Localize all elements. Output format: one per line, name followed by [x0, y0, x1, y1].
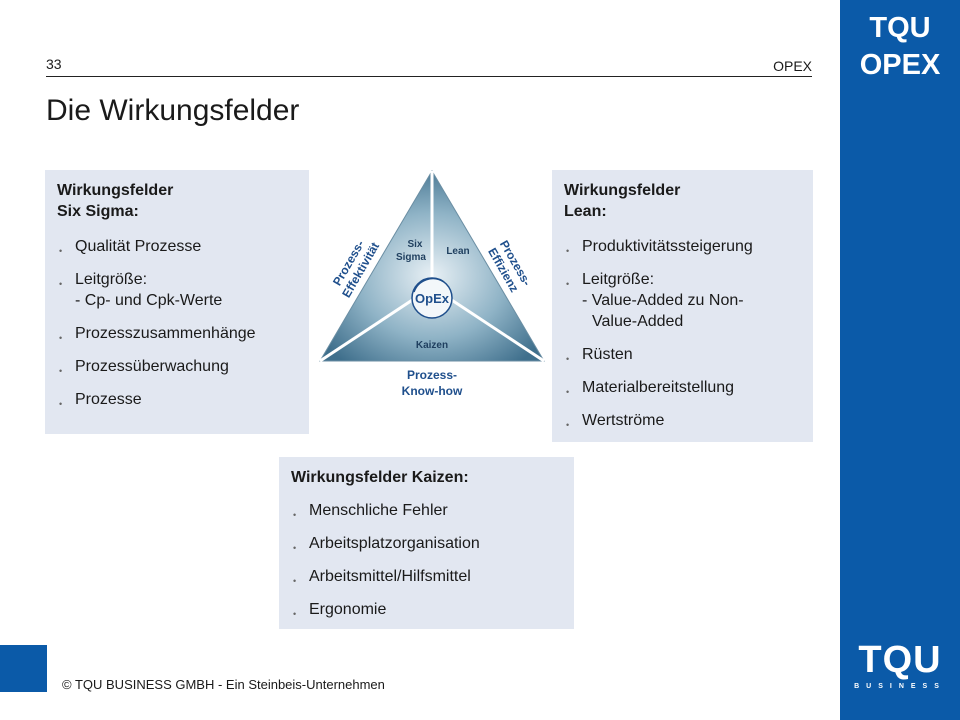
- bullet-icon: •: [566, 279, 570, 289]
- list-item: • Prozesszusammenhänge: [57, 323, 299, 344]
- bottom-label-line-1: Prozess-: [407, 368, 457, 382]
- list-item: • Qualität Prozesse: [57, 236, 299, 257]
- list-item-text: Arbeitsmittel/Hilfsmittel: [309, 568, 471, 585]
- footer-square: [0, 645, 47, 692]
- bullet-icon: •: [566, 420, 570, 430]
- segment-lean: Lean: [446, 246, 469, 257]
- list-item-subtext: - Value-Added zu Non-: [582, 292, 744, 309]
- list-item-text: Prozesse: [75, 391, 142, 408]
- bullet-icon: •: [293, 543, 297, 553]
- six-sigma-title-line-1: Wirkungsfelder: [57, 182, 174, 199]
- brand-sidebar: TQU OPEX TQU BUSINESS: [840, 0, 960, 720]
- kaizen-box-title: Wirkungsfelder Kaizen:: [291, 469, 469, 486]
- segment-six-sigma-line-1: Six: [407, 239, 422, 250]
- tqu-business-logo: TQU BUSINESS: [840, 640, 960, 690]
- list-item: • Menschliche Fehler: [291, 500, 564, 521]
- bullet-icon: •: [59, 279, 63, 289]
- segment-six-sigma-line-2: Sigma: [396, 252, 426, 263]
- bullet-icon: •: [293, 609, 297, 619]
- brand-title: TQU OPEX: [840, 10, 960, 84]
- bottom-label-line-2: Know-how: [402, 384, 463, 398]
- bullet-icon: •: [566, 354, 570, 364]
- bullet-icon: •: [59, 333, 63, 343]
- page-number: 33: [46, 56, 62, 72]
- list-item: • Prozesse: [57, 389, 299, 410]
- list-item-text: Ergonomie: [309, 601, 387, 618]
- bullet-icon: •: [566, 387, 570, 397]
- bullet-icon: •: [293, 510, 297, 520]
- list-item: • Leitgröße: - Value-Added zu Non- Value-Ad…: [564, 269, 803, 332]
- header-rule: [46, 76, 812, 77]
- lean-title-line-2: Lean:: [564, 203, 607, 220]
- center-label: OpEx: [415, 291, 450, 306]
- list-item-text: Qualität Prozesse: [75, 238, 202, 255]
- kaizen-list: • Menschliche Fehler • Arbeitsplatzorganis…: [291, 500, 564, 620]
- six-sigma-title-line-2: Six Sigma:: [57, 203, 139, 220]
- bullet-icon: •: [59, 246, 63, 256]
- list-item-text: Arbeitsplatzorganisation: [309, 535, 480, 552]
- brand-line-1: TQU: [869, 12, 931, 44]
- lean-box-title: Wirkungsfelder Lean:: [564, 180, 803, 222]
- opex-triangle-diagram: OpEx Six Sigma Lean Kaizen Prozess- Effe…: [319, 170, 545, 398]
- page-title: Die Wirkungsfelder: [46, 94, 300, 127]
- list-item: • Prozessüberwachung: [57, 356, 299, 377]
- bullet-icon: •: [59, 366, 63, 376]
- list-item-text: Rüsten: [582, 346, 633, 363]
- logo-subtext: BUSINESS: [854, 683, 946, 690]
- list-item-text: Produktivitätssteigerung: [582, 238, 753, 255]
- bullet-icon: •: [566, 246, 570, 256]
- list-item: • Rüsten: [564, 344, 803, 365]
- list-item: • Materialbereitstellung: [564, 377, 803, 398]
- six-sigma-box: Wirkungsfelder Six Sigma: • Qualität Proz…: [45, 170, 309, 434]
- list-item: • Wertströme: [564, 410, 803, 431]
- list-item-text: Materialbereitstellung: [582, 379, 735, 396]
- brand-line-2: OPEX: [859, 49, 941, 81]
- list-item: • Ergonomie: [291, 599, 564, 620]
- list-item-text: Prozesszusammenhänge: [75, 325, 256, 342]
- list-item: • Arbeitsmittel/Hilfsmittel: [291, 566, 564, 587]
- segment-kaizen: Kaizen: [416, 340, 448, 351]
- six-sigma-list: • Qualität Prozesse • Leitgröße: - Cp- und …: [57, 236, 299, 410]
- list-item-text: Leitgröße:: [582, 271, 655, 288]
- six-sigma-box-title: Wirkungsfelder Six Sigma:: [57, 180, 299, 222]
- list-item: • Leitgröße: - Cp- und Cpk-Werte: [57, 269, 299, 311]
- list-item: • Produktivitätssteigerung: [564, 236, 803, 257]
- lean-list: • Produktivitätssteigerung • Leitgröße: - V…: [564, 236, 803, 431]
- list-item-text: Wertströme: [582, 412, 665, 429]
- list-item-subtext: - Cp- und Cpk-Werte: [75, 292, 223, 309]
- kaizen-box: Wirkungsfelder Kaizen: • Menschliche Fehl…: [279, 457, 574, 629]
- lean-box: Wirkungsfelder Lean: • Produktivitätsstei…: [552, 170, 813, 442]
- lean-title-line-1: Wirkungsfelder: [564, 182, 681, 199]
- section-label: OPEX: [773, 58, 812, 74]
- list-item-text: Prozessüberwachung: [75, 358, 229, 375]
- cycle-arrow-icon: [413, 277, 445, 293]
- logo-text: TQU: [858, 639, 942, 681]
- bullet-icon: •: [293, 576, 297, 586]
- bullet-icon: •: [59, 399, 63, 409]
- list-item: • Arbeitsplatzorganisation: [291, 533, 564, 554]
- footer-copyright: © TQU BUSINESS GMBH - Ein Steinbeis-Unte…: [62, 677, 385, 692]
- list-item-text: Leitgröße:: [75, 271, 148, 288]
- list-item-subtext: Value-Added: [592, 313, 684, 330]
- list-item-text: Menschliche Fehler: [309, 502, 448, 519]
